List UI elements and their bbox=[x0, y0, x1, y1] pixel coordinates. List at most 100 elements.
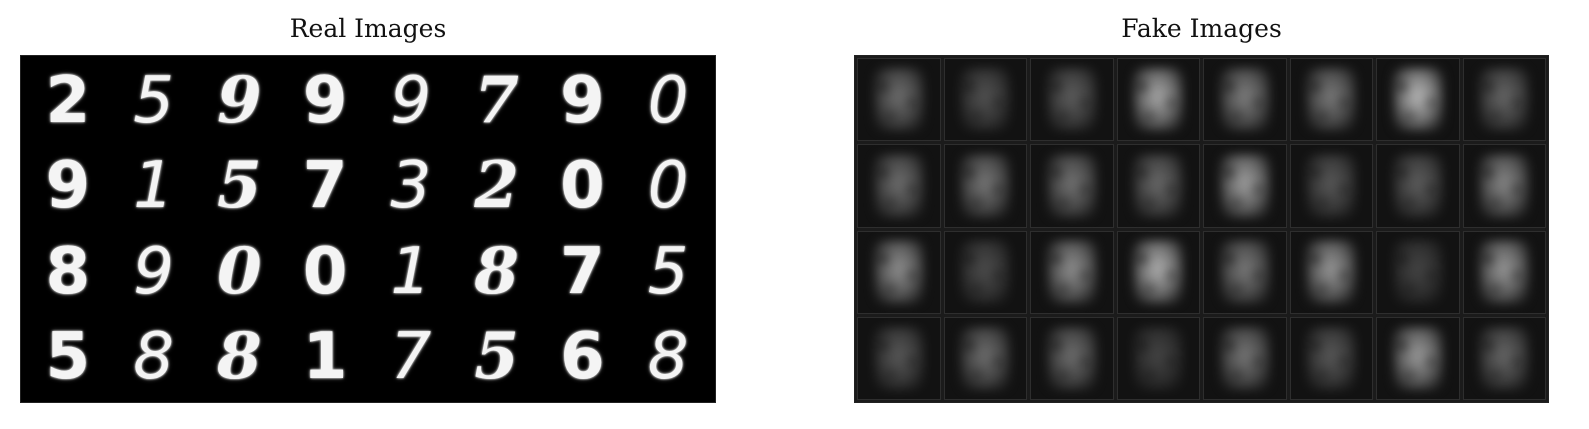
fake-image-noise bbox=[1306, 67, 1357, 132]
real-digit-image: 9 bbox=[45, 149, 91, 224]
real-digit-image: 2 bbox=[474, 148, 519, 224]
fake-image-noise bbox=[1046, 154, 1097, 218]
fake-images-grid-panel bbox=[854, 55, 1549, 403]
real-digit-image: 9 bbox=[390, 63, 432, 138]
real-digit-image: 9 bbox=[560, 63, 605, 138]
real-digit-image: 5 bbox=[45, 320, 91, 395]
real-digit-image: 5 bbox=[133, 63, 174, 138]
fake-generated-image bbox=[1289, 316, 1373, 400]
real-digit-image: 1 bbox=[302, 320, 348, 395]
real-digit-image: 9 bbox=[302, 63, 348, 138]
fake-generated-image bbox=[943, 316, 1027, 400]
fake-generated-image bbox=[1030, 316, 1114, 400]
fake-generated-image bbox=[1116, 144, 1200, 228]
real-digit-image: 7 bbox=[390, 320, 432, 395]
real-digit-image: 3 bbox=[390, 149, 432, 224]
real-digit-image: 9 bbox=[217, 62, 262, 138]
fake-generated-image bbox=[1289, 144, 1373, 228]
real-digit-image: 8 bbox=[133, 320, 174, 395]
fake-image-noise bbox=[1306, 240, 1357, 305]
real-digit-image: 0 bbox=[647, 63, 689, 138]
fake-image-noise bbox=[960, 326, 1011, 391]
fake-generated-image bbox=[1376, 58, 1460, 142]
fake-image-noise bbox=[1306, 326, 1357, 391]
fake-image-noise bbox=[960, 154, 1011, 218]
real-digit-image: 7 bbox=[560, 234, 605, 309]
fake-image-noise bbox=[1306, 154, 1357, 218]
fake-image-noise bbox=[1046, 67, 1097, 132]
real-digit-image: 6 bbox=[560, 320, 605, 395]
fake-image-noise bbox=[1133, 154, 1184, 218]
real-digit-image: 8 bbox=[217, 319, 262, 395]
real-digit-image: 2 bbox=[45, 63, 91, 138]
real-digit-image: 5 bbox=[647, 234, 689, 309]
fake-generated-image bbox=[1116, 230, 1200, 314]
real-digit-image: 9 bbox=[133, 234, 174, 309]
real-digit-image: 0 bbox=[302, 234, 348, 309]
fake-generated-image bbox=[943, 144, 1027, 228]
real-digit-image: 0 bbox=[560, 149, 605, 224]
fake-generated-image bbox=[1203, 316, 1287, 400]
fake-generated-image bbox=[857, 230, 941, 314]
fake-image-noise bbox=[873, 240, 924, 305]
fake-generated-image bbox=[1030, 230, 1114, 314]
fake-image-noise bbox=[1219, 154, 1270, 218]
fake-generated-image bbox=[1462, 316, 1546, 400]
real-digit-image: 1 bbox=[390, 234, 432, 309]
fake-generated-image bbox=[1376, 316, 1460, 400]
fake-generated-image bbox=[1462, 230, 1546, 314]
fake-image-noise bbox=[1219, 67, 1270, 132]
fake-generated-image bbox=[1462, 58, 1546, 142]
fake-image-noise bbox=[1392, 326, 1443, 391]
fake-image-noise bbox=[1133, 326, 1184, 391]
fake-images-grid bbox=[855, 56, 1548, 402]
fake-generated-image bbox=[1376, 144, 1460, 228]
fake-generated-image bbox=[1289, 58, 1373, 142]
fake-generated-image bbox=[857, 144, 941, 228]
real-digit-image: 5 bbox=[474, 319, 519, 395]
real-digit-image: 0 bbox=[217, 233, 262, 309]
fake-images-title: Fake Images bbox=[1121, 14, 1282, 43]
fake-generated-image bbox=[1289, 230, 1373, 314]
real-digit-image: 8 bbox=[647, 320, 689, 395]
fake-generated-image bbox=[943, 230, 1027, 314]
fake-image-noise bbox=[1046, 240, 1097, 305]
fake-generated-image bbox=[1203, 144, 1287, 228]
fake-generated-image bbox=[857, 316, 941, 400]
fake-generated-image bbox=[857, 58, 941, 142]
fake-image-noise bbox=[1133, 240, 1184, 305]
fake-image-noise bbox=[1392, 67, 1443, 132]
fake-image-noise bbox=[1219, 240, 1270, 305]
fake-image-noise bbox=[1219, 326, 1270, 391]
fake-generated-image bbox=[1030, 144, 1114, 228]
fake-image-noise bbox=[1133, 67, 1184, 132]
fake-image-noise bbox=[960, 240, 1011, 305]
fake-image-noise bbox=[1046, 326, 1097, 391]
real-digit-image: 1 bbox=[133, 149, 174, 224]
fake-image-noise bbox=[873, 154, 924, 218]
real-images-title: Real Images bbox=[289, 14, 447, 43]
real-digit-image: 7 bbox=[474, 62, 519, 138]
real-digit-image: 7 bbox=[302, 149, 348, 224]
fake-image-noise bbox=[1479, 67, 1530, 132]
fake-image-noise bbox=[873, 67, 924, 132]
fake-image-noise bbox=[960, 67, 1011, 132]
fake-generated-image bbox=[1116, 316, 1200, 400]
fake-image-noise bbox=[1479, 240, 1530, 305]
fake-image-noise bbox=[1392, 240, 1443, 305]
real-digit-image: 0 bbox=[647, 149, 689, 224]
fake-image-noise bbox=[1479, 154, 1530, 218]
fake-image-noise bbox=[1479, 326, 1530, 391]
real-digit-image: 8 bbox=[474, 233, 519, 309]
fake-generated-image bbox=[1203, 230, 1287, 314]
real-digit-image: 5 bbox=[217, 148, 262, 224]
real-digit-image: 8 bbox=[45, 234, 91, 309]
fake-image-noise bbox=[1392, 154, 1443, 218]
fake-generated-image bbox=[1116, 58, 1200, 142]
fake-generated-image bbox=[943, 58, 1027, 142]
fake-image-noise bbox=[873, 326, 924, 391]
fake-generated-image bbox=[1462, 144, 1546, 228]
fake-generated-image bbox=[1203, 58, 1287, 142]
